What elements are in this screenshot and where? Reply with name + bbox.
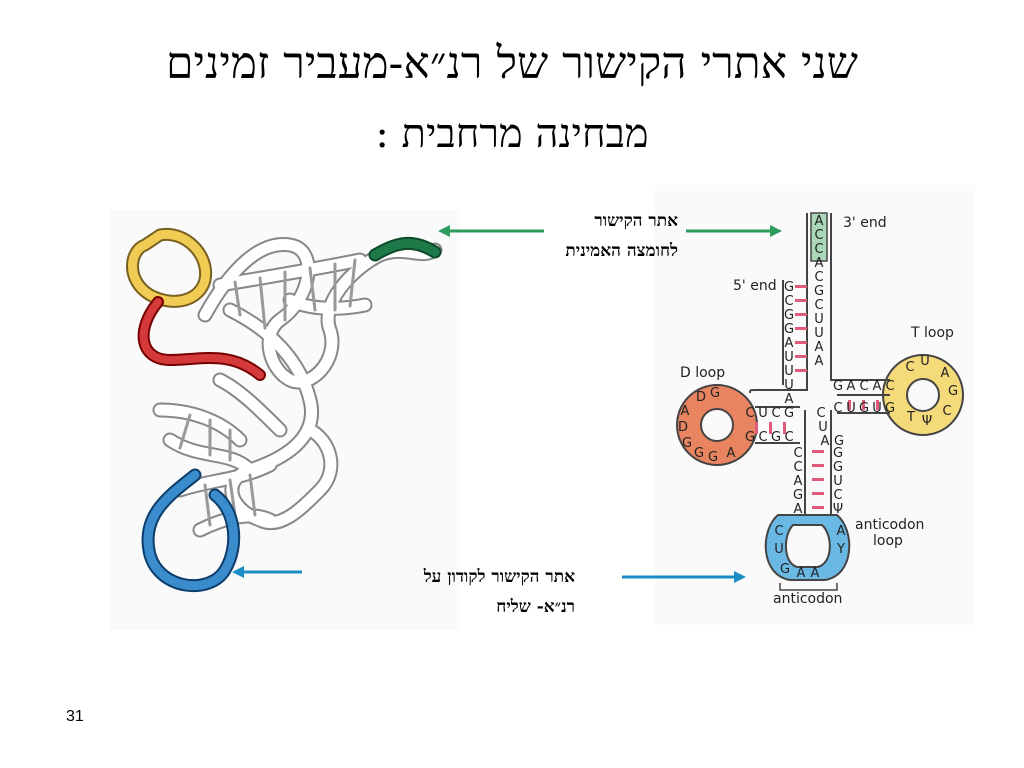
green-arrow-right: [686, 225, 782, 237]
ac_loop_bases-6: A: [837, 524, 846, 539]
codon-site-line1: אתר הקישור לקודון על: [423, 567, 575, 587]
acceptor_3_bases-2: C: [814, 242, 823, 257]
ac_stem_right-0: G: [833, 446, 843, 461]
t_loop_bases-5: Ψ: [922, 414, 932, 429]
slide-title-line2: מבחינה מרחבית :: [375, 111, 649, 157]
t_stem_top-4: C: [885, 379, 894, 394]
t-loop-label: T loop: [910, 325, 954, 341]
t_stem_bottom-3: U: [872, 401, 882, 416]
d_loop_bases-2: A: [681, 404, 690, 419]
acceptor_5_bases-0: G: [784, 280, 794, 295]
ac_stem_left-2: A: [794, 474, 803, 489]
acceptor_3_bases-6: C: [814, 298, 823, 313]
slide-title-line1: שני אתרי הקישור של רנ״א-מעביר זמינים: [166, 38, 858, 89]
t_stem_top-0: G: [833, 379, 843, 394]
blue-arrow-left: [232, 566, 302, 578]
acceptor_5_bases-3: G: [784, 322, 794, 337]
acceptor_3_bases-3: A: [815, 256, 824, 271]
acceptor_5_bases-8: A: [785, 392, 794, 407]
codon-site-label: אתר הקישור לקודון על רנ״א- שליח: [310, 562, 575, 622]
t-loop-inner: [906, 378, 940, 412]
d_stem_top-3: G: [784, 406, 794, 421]
t_stem_bottom-4: G: [885, 401, 895, 416]
acceptor_5_bases-5: U: [784, 350, 794, 365]
ac_loop_bases-1: U: [774, 542, 784, 557]
variable_bases-2: A: [821, 434, 830, 449]
t_stem_top-1: A: [847, 379, 856, 394]
anticodon-loop-label-1: anticodon: [855, 517, 924, 533]
anticodon-label: anticodon: [773, 591, 842, 607]
t_stem_bottom-2: G: [859, 401, 869, 416]
d_stem_bottom-1: C: [758, 430, 767, 445]
ac_stem_left-3: G: [793, 488, 803, 503]
acceptor_3_bases-4: C: [814, 270, 823, 285]
amino-acid-site-line1: אתר הקישור: [594, 211, 678, 231]
acceptor_3_bases-0: A: [815, 214, 824, 229]
ac_loop_bases-4: A: [811, 566, 820, 581]
t_loop_bases-3: G: [948, 384, 958, 399]
d_stem_bottom-3: C: [784, 430, 793, 445]
acceptor_5_bases-2: G: [784, 308, 794, 323]
d_stem_bottom-2: G: [771, 430, 781, 445]
t_loop_bases-1: U: [920, 354, 930, 369]
d_stem_top-0: C: [745, 406, 754, 421]
d_loop_bases-3: D: [678, 420, 688, 435]
green-arrow-left: [438, 225, 544, 237]
variable_bases-1: U: [818, 420, 828, 435]
ac_stem_right-3: C: [833, 488, 842, 503]
variable_bases-3: G: [834, 434, 844, 449]
page-number: 31: [66, 708, 84, 725]
acceptor_3_bases-10: A: [815, 354, 824, 369]
t_loop_bases-6: T: [906, 410, 915, 425]
d_loop_bases-0: D: [696, 390, 706, 405]
d_loop_bases-4: G: [682, 436, 692, 451]
ac_loop_bases-3: A: [797, 566, 806, 581]
t_loop_bases-2: A: [941, 366, 950, 381]
d-loop-label: D loop: [680, 365, 725, 381]
d_loop_bases-7: A: [727, 446, 736, 461]
ac_stem_left-4: A: [794, 502, 803, 517]
t_stem_top-3: A: [873, 379, 882, 394]
d_stem_top-2: C: [771, 406, 780, 421]
acceptor_3_bases-1: C: [814, 228, 823, 243]
trna-3d-structure: [110, 210, 460, 630]
ac_loop_bases-2: G: [780, 562, 790, 577]
acceptor_3_bases-9: A: [815, 340, 824, 355]
d-loop-inner: [700, 408, 734, 442]
d_loop_bases-5: G: [694, 446, 704, 461]
d_loop_bases-1: G: [710, 386, 720, 401]
t_stem_bottom-1: U: [846, 401, 856, 416]
t_loop_bases-4: C: [942, 404, 951, 419]
ac_stem_right-1: G: [833, 460, 843, 475]
t_stem_bottom-0: C: [833, 401, 842, 416]
d_stem_bottom-0: G: [745, 430, 755, 445]
t_loop_bases-0: C: [905, 360, 914, 375]
d_loop_bases-6: G: [708, 450, 718, 465]
acceptor-highlight: [810, 212, 828, 262]
ac_stem_left-1: C: [793, 460, 802, 475]
variable_bases-0: C: [816, 406, 825, 421]
acceptor_5_bases-7: U: [784, 378, 794, 393]
amino-acid-site-line2: לחומצה האמינית: [565, 241, 678, 261]
acceptor_3_bases-5: G: [814, 284, 824, 299]
ac_loop_bases-0: C: [774, 524, 783, 539]
acceptor_3_bases-8: U: [814, 326, 824, 341]
trna-cloverleaf-diagram: 3' end 5' end D loop T loop anticodon lo…: [655, 185, 975, 625]
blue-arrow-right: [622, 571, 746, 583]
ac_stem_right-2: U: [833, 474, 843, 489]
acceptor_5_bases-4: A: [785, 336, 794, 351]
three-end-label: 3' end: [843, 215, 887, 231]
anticodon-loop-label-2: loop: [873, 533, 903, 549]
acceptor_5_bases-1: C: [784, 294, 793, 309]
t_stem_top-2: C: [859, 379, 868, 394]
ac_stem_left-0: C: [793, 446, 802, 461]
ac_stem_right-4: Ψ: [833, 502, 843, 517]
ac_loop_bases-5: Y: [836, 542, 845, 557]
d_stem_top-1: U: [758, 406, 768, 421]
five-end-label: 5' end: [733, 278, 777, 294]
acceptor_5_bases-6: U: [784, 364, 794, 379]
codon-site-line2: רנ״א- שליח: [496, 597, 575, 617]
amino-acid-site-label: אתר הקישור לחומצה האמינית: [490, 206, 678, 266]
acceptor_3_bases-7: U: [814, 312, 824, 327]
